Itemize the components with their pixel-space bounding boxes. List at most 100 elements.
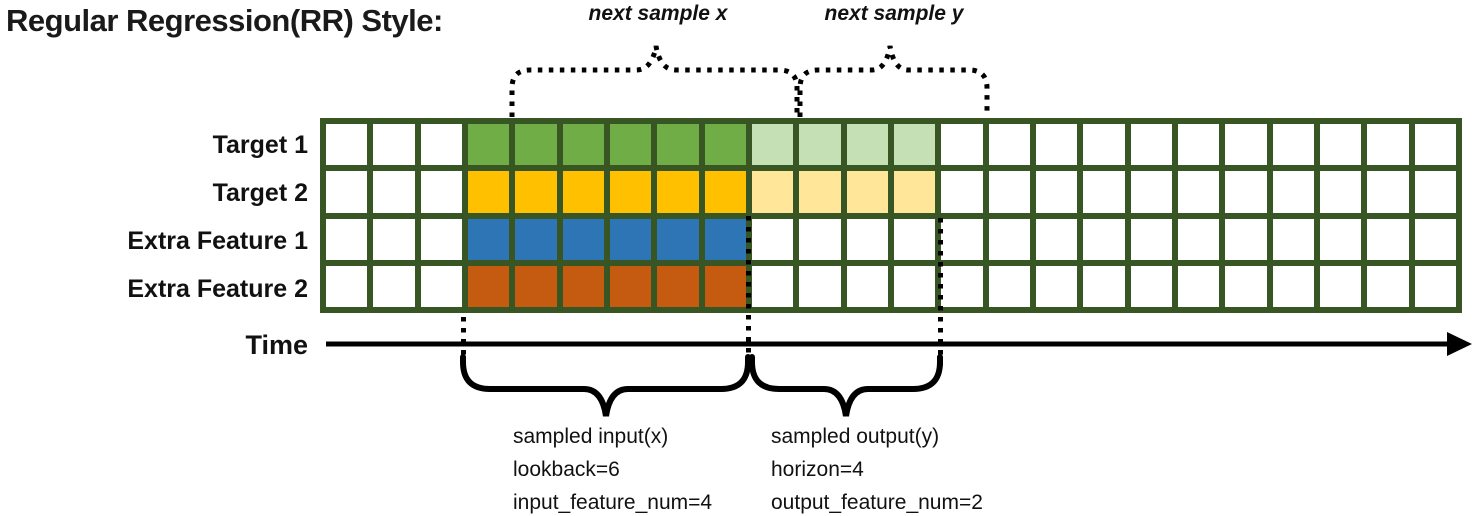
grid-cell: [893, 124, 936, 166]
grid-cell: [1083, 171, 1125, 213]
next-sample-x-brace: [509, 45, 800, 117]
grid-cell: [1035, 265, 1078, 307]
grid-cell: [420, 124, 462, 166]
grid-cell: [657, 124, 699, 166]
grid-cell: [1414, 265, 1456, 307]
sampled-input-annotation: sampled input(x) lookback=6 input_featur…: [513, 420, 712, 516]
grid-cell: [751, 218, 794, 260]
grid-cell: [373, 171, 415, 213]
annotation-line: input_feature_num=4: [513, 491, 713, 514]
grid-cell: [799, 218, 841, 260]
grid-cell: [1130, 171, 1172, 213]
grid-cell: [1414, 218, 1456, 260]
grid-cell: [1414, 124, 1456, 166]
grid-cell: [1272, 265, 1314, 307]
grid-cell: [1130, 265, 1172, 307]
grid-cell: [420, 171, 462, 213]
grid-cell: [751, 265, 794, 307]
grid-cell: [1225, 265, 1267, 307]
time-axis-label: Time: [245, 330, 308, 360]
grid-cell: [420, 265, 462, 307]
annotation-line: sampled input(x): [513, 425, 669, 448]
time-axis-arrowhead: [1447, 332, 1472, 356]
grid-cell: [515, 218, 557, 260]
annotation-line: output_feature_num=2: [771, 491, 983, 514]
grid-cell: [420, 218, 462, 260]
next-sample-y-label: next sample y: [824, 2, 964, 25]
row-label-extra-feature-2: Extra Feature 2: [127, 275, 308, 303]
grid-cell: [562, 124, 604, 166]
annotation-line: horizon=4: [771, 458, 864, 481]
grid-cell: [704, 218, 746, 260]
grid-cell: [1083, 265, 1125, 307]
grid-cell: [1130, 124, 1172, 166]
grid-cell: [893, 218, 936, 260]
next-sample-y-brace: [797, 45, 990, 117]
grid-cell: [1177, 265, 1220, 307]
grid-cell: [1367, 218, 1409, 260]
grid-cell: [1319, 124, 1362, 166]
grid-cell: [1225, 124, 1267, 166]
grid-cell: [467, 124, 510, 166]
annotation-line: sampled output(y): [771, 425, 940, 448]
grid-cell: [1130, 218, 1172, 260]
grid-cell: [893, 265, 936, 307]
grid-cell: [609, 124, 652, 166]
grid-cell: [1367, 171, 1409, 213]
grid-cell: [373, 124, 415, 166]
grid-cell: [1035, 124, 1078, 166]
grid-cell: [751, 171, 794, 213]
grid-cell: [846, 171, 888, 213]
grid-cell: [704, 124, 746, 166]
grid-cell: [657, 218, 699, 260]
row-label-target-1: Target 1: [212, 131, 308, 159]
sampled-output-annotation: sampled output(y) horizon=4 output_featu…: [771, 420, 983, 516]
grid-cell: [1225, 171, 1267, 213]
grid-cell: [562, 171, 604, 213]
grid-cell: [988, 171, 1030, 213]
grid-cell: [1319, 265, 1362, 307]
grid-cell: [704, 171, 746, 213]
grid-cell: [704, 265, 746, 307]
diagram-title: Regular Regression(RR) Style:: [6, 3, 443, 38]
grid-cell: [1367, 124, 1409, 166]
grid-cell: [562, 218, 604, 260]
grid-cell: [657, 265, 699, 307]
grid-cell: [467, 265, 510, 307]
grid-cell: [609, 171, 652, 213]
next-sample-x-label: next sample x: [588, 2, 728, 25]
grid-cell: [941, 218, 983, 260]
grid-cell: [1367, 265, 1409, 307]
grid-cell: [988, 124, 1030, 166]
grid-cell: [846, 265, 888, 307]
grid-cell: [373, 218, 415, 260]
grid-cell: [1035, 171, 1078, 213]
grid-cell: [562, 265, 604, 307]
grid-cell: [609, 218, 652, 260]
grid-cell: [1177, 171, 1220, 213]
grid-cell: [941, 171, 983, 213]
grid-cell: [1225, 218, 1267, 260]
grid-cell: [326, 218, 368, 260]
sampled-output-brace: [749, 354, 943, 417]
grid-cell: [1319, 218, 1362, 260]
grid-cell: [1035, 218, 1078, 260]
grid-cell: [326, 265, 368, 307]
grid-cell: [1083, 218, 1125, 260]
grid-cell: [467, 218, 510, 260]
grid-cell: [799, 171, 841, 213]
row-label-target-2: Target 2: [212, 179, 308, 207]
grid-cell: [1272, 171, 1314, 213]
grid-cell: [657, 171, 699, 213]
grid-cell: [799, 124, 841, 166]
grid-cell: [988, 265, 1030, 307]
grid-cell: [1272, 218, 1314, 260]
grid-cell: [1177, 218, 1220, 260]
grid-cell: [467, 171, 510, 213]
grid-cell: [1272, 124, 1314, 166]
grid-cell: [609, 265, 652, 307]
grid-cell: [373, 265, 415, 307]
grid-cell: [799, 265, 841, 307]
grid-cell: [988, 218, 1030, 260]
